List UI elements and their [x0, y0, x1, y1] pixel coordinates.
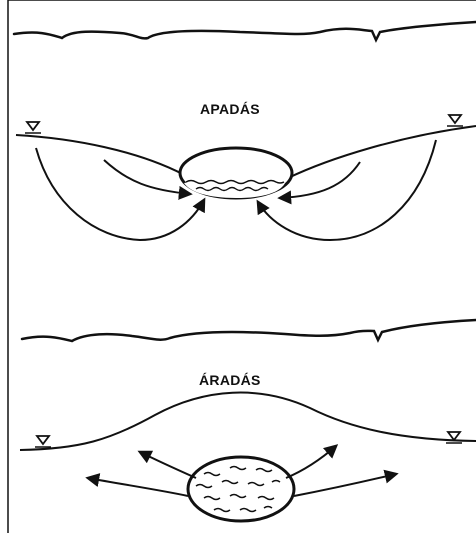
flow-arrow-bottom-right-lower	[294, 474, 396, 496]
flow-arrow-bottom-left-upper	[140, 452, 196, 478]
river-channel-bottom	[188, 457, 294, 521]
water-level-symbol-top-right	[449, 115, 461, 123]
flow-arrow-bottom-right-upper	[286, 446, 336, 478]
flow-arrow-top-left-outer	[36, 148, 204, 240]
low-water-label: APADÁS	[200, 101, 260, 117]
water-level-symbol-top-left	[27, 122, 39, 130]
ground-surface-line-bottom	[22, 320, 476, 341]
flow-arrow-top-left-inner	[104, 160, 190, 194]
water-level-symbol-bottom-right	[448, 432, 460, 440]
ground-surface-line-top	[14, 22, 476, 40]
flow-arrow-bottom-left-lower	[88, 478, 188, 496]
flood-label: ÁRADÁS	[199, 372, 261, 388]
water-table-line-bottom	[20, 393, 476, 450]
water-level-symbol-bottom-left	[37, 436, 49, 444]
